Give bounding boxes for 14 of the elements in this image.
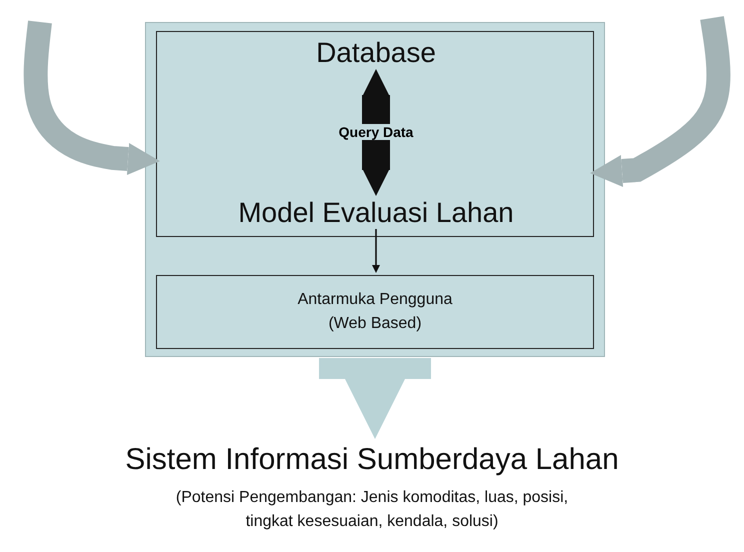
block-arrow [319, 358, 431, 439]
curved-arrow [24, 20, 160, 175]
system-panel [145, 22, 605, 357]
edge-label: Query Data [336, 124, 416, 140]
arrow [372, 229, 380, 273]
double-arrow [362, 69, 390, 196]
inner-box [156, 31, 594, 237]
process-box [156, 275, 594, 349]
heading-text: Model Evaluasi Lahan [197, 194, 555, 232]
title-text: Sistem Informasi Sumberdaya Lahan [125, 442, 619, 478]
curved-arrow [590, 16, 730, 187]
heading-text: Database [296, 34, 456, 72]
box-label: Antarmuka Pengguna (Web Based) [296, 290, 454, 334]
subtitle-text: (Potensi Pengembangan: Jenis komoditas, luas, posisi, tingkat kesesuaian, kendala, solusi) [174, 488, 570, 532]
